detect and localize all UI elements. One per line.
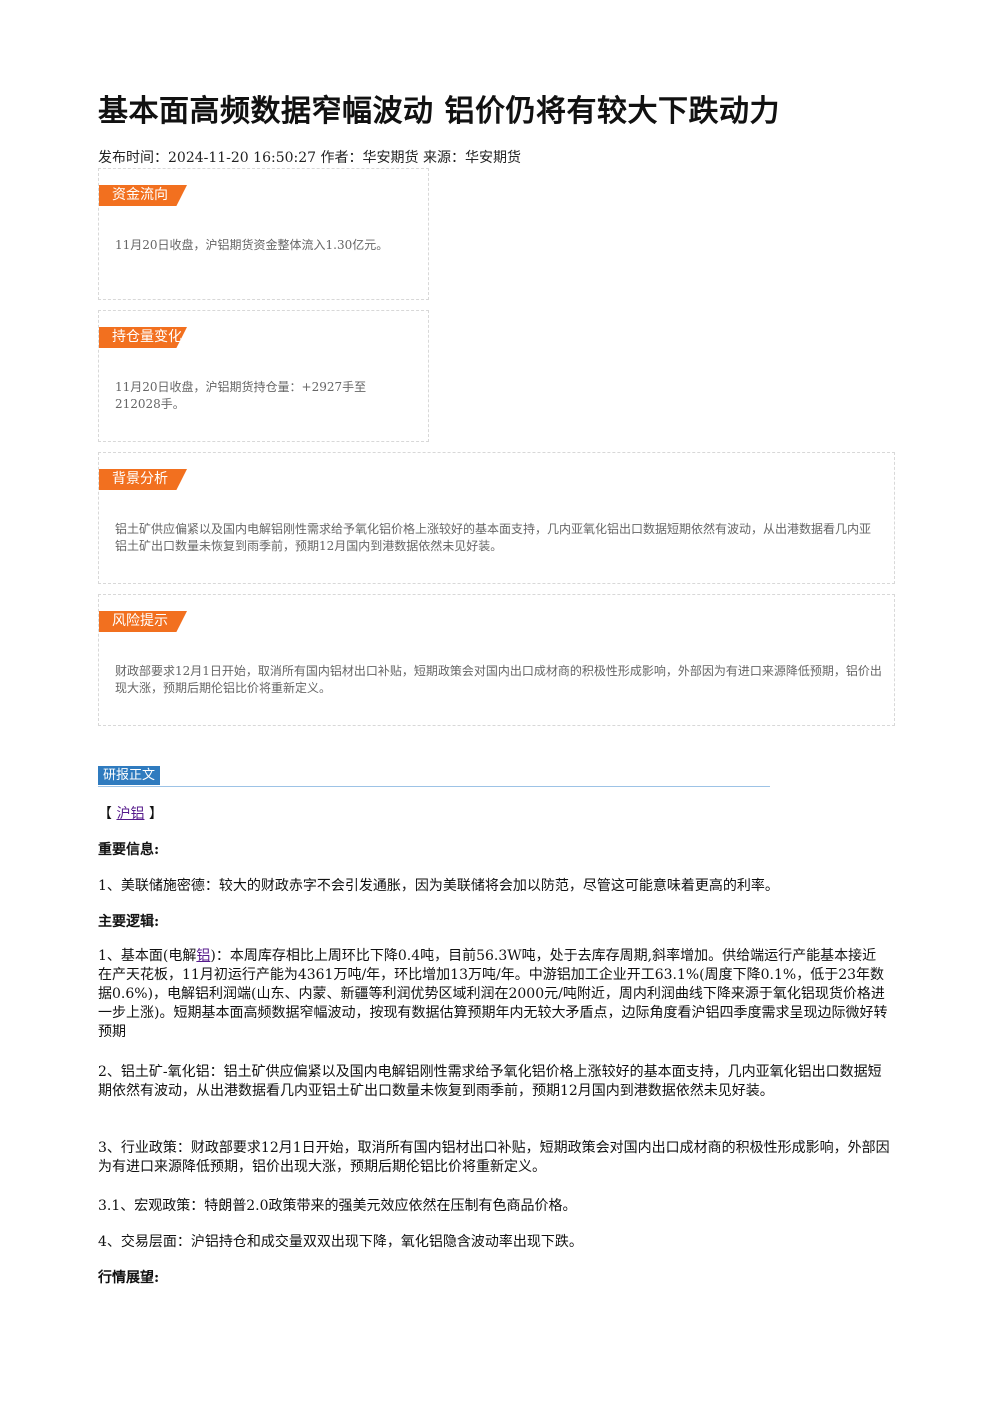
capital-flow-text: 11月20日收盘，沪铝期货资金整体流入1.30亿元。: [115, 238, 389, 252]
outlook-heading: 行情展望:: [98, 1270, 160, 1286]
logic-heading: 主要逻辑:: [98, 914, 160, 930]
report-body-header: 研报正文: [98, 766, 770, 787]
risk-warning-card: 风险提示 财政部要求12月1日开始，取消所有国内铝材出口补贴，短期政策会对国内出…: [98, 594, 895, 726]
logic-item-1: 1、基本面(电解铝)：本周库存相比上周环比下降0.4吨，目前56.3W吨，处于去…: [98, 947, 890, 1042]
logic-item-3: 3、行业政策：财政部要求12月1日开始，取消所有国内铝材出口补贴，短期政策会对国…: [98, 1140, 890, 1175]
bracket-open: 【: [98, 806, 117, 822]
capital-flow-tag: 资金流向: [99, 185, 187, 206]
product-link[interactable]: 沪铝: [116, 806, 145, 822]
open-interest-tag: 持仓量变化: [99, 327, 187, 348]
open-interest-card: 持仓量变化 11月20日收盘，沪铝期货持仓量：+2927手至212028手。: [98, 310, 429, 442]
logic-item-3-1: 3.1、宏观政策：特朗普2.0政策带来的强美元效应依然在压制有色商品价格。: [98, 1198, 577, 1214]
background-analysis-text: 铝土矿供应偏紧以及国内电解铝刚性需求给予氧化铝价格上涨较好的基本面支持，几内亚氧…: [115, 522, 872, 553]
background-analysis-card: 背景分析 铝土矿供应偏紧以及国内电解铝刚性需求给予氧化铝价格上涨较好的基本面支持…: [98, 452, 895, 584]
background-analysis-tag: 背景分析: [99, 469, 187, 490]
risk-warning-text: 财政部要求12月1日开始，取消所有国内铝材出口补贴，短期政策会对国内出口成材商的…: [115, 664, 882, 695]
important-heading: 重要信息:: [98, 842, 160, 858]
important-item-1: 1、美联储施密德：较大的财政赤字不会引发通胀，因为美联储将会加以防范，尽管这可能…: [98, 878, 779, 894]
logic-1-prefix: 1、基本面(电解: [98, 948, 197, 964]
report-body-tag: 研报正文: [98, 766, 161, 785]
aluminum-link[interactable]: 铝: [196, 948, 211, 964]
risk-warning-tag: 风险提示: [99, 611, 187, 632]
bracket-close: 】: [144, 806, 163, 822]
logic-item-4: 4、交易层面：沪铝持仓和成交量双双出现下降，氧化铝隐含波动率出现下跌。: [98, 1234, 583, 1250]
logic-1-text: )：本周库存相比上周环比下降0.4吨，目前56.3W吨，处于去库存周期,斜率增加…: [98, 948, 888, 1040]
open-interest-text: 11月20日收盘，沪铝期货持仓量：+2927手至212028手。: [115, 380, 367, 411]
product-bracket: 【 沪铝 】: [98, 803, 163, 823]
article-meta: 发布时间：2024-11-20 16:50:27 作者：华安期货 来源：华安期货: [98, 150, 521, 166]
capital-flow-card: 资金流向 11月20日收盘，沪铝期货资金整体流入1.30亿元。: [98, 168, 429, 300]
logic-item-2: 2、铝土矿-氧化铝：铝土矿供应偏紧以及国内电解铝刚性需求给予氧化铝价格上涨较好的…: [98, 1064, 882, 1099]
article-title: 基本面高频数据窄幅波动 铝价仍将有较大下跌动力: [98, 94, 780, 129]
